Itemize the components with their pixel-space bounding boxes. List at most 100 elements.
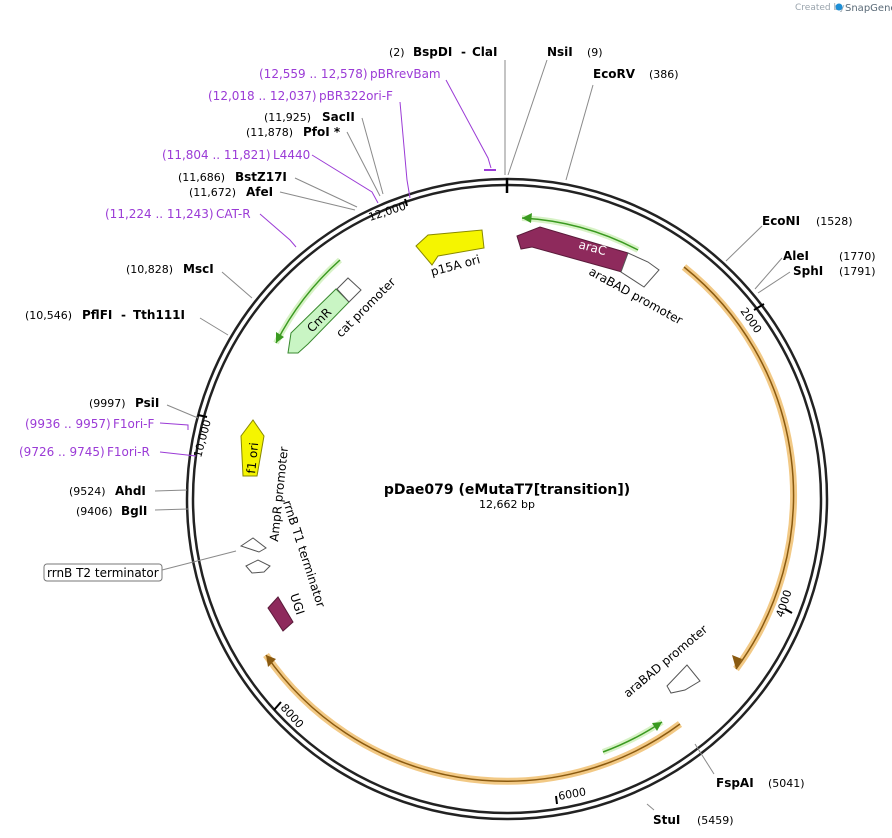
leader-bgli — [154, 508, 189, 511]
rrnB-T1-terminator-arrow — [245, 559, 271, 574]
brand-prefix: Created by — [795, 3, 845, 13]
p15A-ori-feature[interactable] — [415, 229, 485, 266]
primer-l4440-name: L4440 — [273, 148, 310, 162]
rrnB-T2-terminator-box — [43, 563, 163, 582]
orf-arc-bottom-arrow — [266, 655, 276, 667]
leader-psii — [166, 404, 199, 419]
site-afei-name: AfeI — [246, 185, 273, 199]
cat-promoter-arrow — [336, 277, 362, 303]
UGI-feature[interactable] — [267, 596, 294, 632]
site-psii-pos: (9997) — [89, 397, 126, 410]
primer-leader-l4440 — [311, 154, 379, 204]
green-arc-bottom — [601, 719, 664, 755]
tick-12000 — [404, 198, 408, 207]
primer-leader-f1orif — [159, 422, 189, 430]
primer-catr-name: CAT-R — [216, 207, 251, 221]
site-ecorv-name: EcoRV — [593, 67, 636, 81]
green-arc-top-arrow — [522, 213, 532, 223]
site-bspdi-name: BspDI — [413, 45, 452, 59]
site-nsii-name: NsiI — [547, 45, 573, 59]
site-tth111i-sep: - — [121, 308, 126, 322]
primer-leader-pbr322ori — [399, 101, 411, 199]
leader-alei — [754, 257, 783, 290]
primer-leader-catr — [259, 213, 297, 248]
site-alei-name: AleI — [783, 249, 809, 263]
site-sphi-name: SphI — [793, 264, 823, 278]
site-msci-pos: (10,828) — [126, 263, 173, 276]
orf-arc-right-line — [683, 266, 795, 670]
site-ahdi-name: AhdI — [115, 484, 146, 498]
primer-pbrrevbam-range: (12,559 .. 12,578) — [259, 67, 368, 81]
green-arc-left-arrow — [276, 332, 284, 343]
tick-2000 — [753, 303, 765, 311]
site-stui-pos: (5459) — [697, 814, 734, 827]
rrnB-T2-terminator-label: rrnB T2 terminator — [47, 566, 159, 580]
leader-fspai — [694, 743, 715, 775]
primer-leader-f1orir — [159, 451, 197, 457]
site-msci-name: MscI — [183, 262, 214, 276]
leader-econi — [725, 225, 763, 262]
site-sacii-name: SacII — [322, 110, 355, 124]
primer-f1orir-range: (9726 .. 9745) — [19, 445, 105, 459]
site-afei-pos: (11,672) — [189, 186, 236, 199]
site-fspai-name: FspAI — [716, 776, 754, 790]
tick-label-6000: 6000 — [557, 785, 587, 803]
primer-f1orif-range: (9936 .. 9957) — [25, 417, 111, 431]
leader-sacii — [361, 117, 384, 195]
site-pfoi-name: PfoI * — [303, 125, 341, 139]
green-arc-top-line — [521, 217, 639, 251]
primer-f1orir-name: F1ori-R — [107, 445, 150, 459]
primer-pbrrevbam-name: pBRrevBam — [370, 67, 441, 81]
primer-pbr322ori-range: (12,018 .. 12,037) — [208, 89, 317, 103]
site-fspai-pos: (5041) — [768, 777, 805, 790]
site-bgli-pos: (9406) — [76, 505, 113, 518]
f1-ori-label: f1 ori — [244, 442, 261, 475]
AmpR-promoter-arrow — [239, 537, 267, 553]
tick-10000 — [197, 414, 208, 418]
primer-l4440-range: (11,804 .. 11,821) — [162, 148, 271, 162]
site-stui-name: StuI — [653, 813, 680, 827]
leader-msci — [221, 271, 253, 299]
site-claI-sep: - — [461, 45, 466, 59]
site-sacii-pos: (11,925) — [264, 111, 311, 124]
leader-sphi — [757, 271, 791, 294]
site-ecorv-pos: (386) — [649, 68, 679, 81]
site-bspdi-pos: (2) — [389, 46, 405, 59]
tick-4000 — [784, 608, 793, 614]
site-psii-name: PsiI — [135, 396, 159, 410]
site-sphi-pos: (1791) — [839, 265, 876, 278]
primer-leader-pbrrevbam — [445, 79, 492, 169]
site-bstz17i-pos: (11,686) — [178, 171, 225, 184]
leader-bstz17i — [294, 177, 358, 208]
araC-feature[interactable] — [516, 226, 629, 273]
leader-ecorv — [565, 84, 594, 181]
leader-stui — [646, 803, 655, 811]
site-tth111i-name: Tth111I — [133, 308, 185, 322]
site-econi-name: EcoNI — [762, 214, 800, 228]
UGI-label: UGI — [287, 592, 307, 617]
snapgene-logo-icon — [835, 3, 843, 11]
f1-ori-feature[interactable] — [240, 419, 265, 477]
orf-arc-bottom — [263, 653, 683, 785]
site-nsii-pos: (9) — [587, 46, 603, 59]
green-arc-bottom-arrow — [652, 722, 662, 731]
site-bstz17i-name: BstZ17I — [235, 170, 287, 184]
primer-f1orif-name: F1ori-F — [113, 417, 154, 431]
leader-nsii — [507, 59, 548, 176]
brand-name: SnapGene — [845, 3, 892, 14]
rrnB-T1-terminator-label: rrnB T1 terminator — [280, 499, 328, 610]
araBAD-promoter-arrow-top — [620, 252, 660, 288]
leader-pflfi — [199, 317, 229, 336]
site-clai-name: ClaI — [472, 45, 497, 59]
site-pflfi-pos: (10,546) — [25, 309, 72, 322]
plasmid-length: 12,662 bp — [479, 498, 535, 511]
primer-catr-range: (11,224 .. 11,243) — [105, 207, 214, 221]
plasmid-name: pDae079 (eMutaT7[transition]) — [384, 482, 630, 498]
araBAD-promoter-arrow-bottom — [666, 664, 701, 694]
site-pfoi-pos: (11,878) — [246, 126, 293, 139]
orf-arc-right-arrow — [732, 655, 742, 669]
leader-pfoi — [346, 131, 381, 197]
site-pflfi-name: PflFI — [82, 308, 112, 322]
tick-6000 — [555, 795, 558, 805]
